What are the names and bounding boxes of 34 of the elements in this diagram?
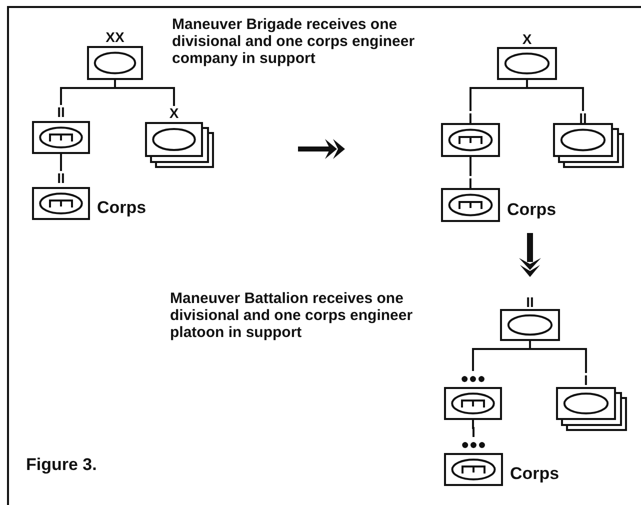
unit-symbol-stack <box>145 106 215 169</box>
echelon-marker: ●●● <box>460 437 488 453</box>
echelon-marker: II <box>578 111 588 123</box>
echelon-marker: II <box>56 171 66 187</box>
echelon-marker: I <box>468 111 474 123</box>
connector-line <box>526 80 584 111</box>
unit-caption: Corps <box>510 464 560 484</box>
echelon-marker: I <box>468 176 474 188</box>
unit-symbol-stack <box>553 111 625 169</box>
engineer-unit-symbol <box>441 176 500 222</box>
engineer-unit-symbol <box>32 105 90 154</box>
description-text: Maneuver Battalion receives one divisional and one corps engineer platoon in support <box>170 290 414 341</box>
echelon-marker: X <box>521 32 533 47</box>
echelon-marker: XX <box>104 30 126 46</box>
unit-symbol-stack <box>556 373 628 432</box>
echelon-marker: I <box>583 373 589 387</box>
figure-caption: Figure 3. <box>26 456 98 473</box>
connector-line <box>114 80 175 106</box>
engineer-unit-symbol <box>441 111 500 157</box>
connector-line <box>470 157 472 176</box>
echelon-marker: ●●● <box>459 371 487 387</box>
unit-caption: Corps <box>97 198 146 218</box>
connector-line <box>60 154 62 171</box>
unit-symbol <box>500 295 560 341</box>
connector-line <box>529 341 587 373</box>
engineer-unit-symbol <box>32 171 90 220</box>
unit-caption: Corps <box>507 200 556 220</box>
unit-symbol <box>497 32 557 80</box>
description-text: Maneuver Brigade receives one divisional and one corps engineer company in support <box>172 16 416 67</box>
echelon-marker: X <box>168 106 180 122</box>
echelon-marker: II <box>525 295 535 309</box>
echelon-marker: II <box>56 105 66 121</box>
unit-symbol <box>87 30 143 80</box>
connector-line <box>472 420 474 437</box>
